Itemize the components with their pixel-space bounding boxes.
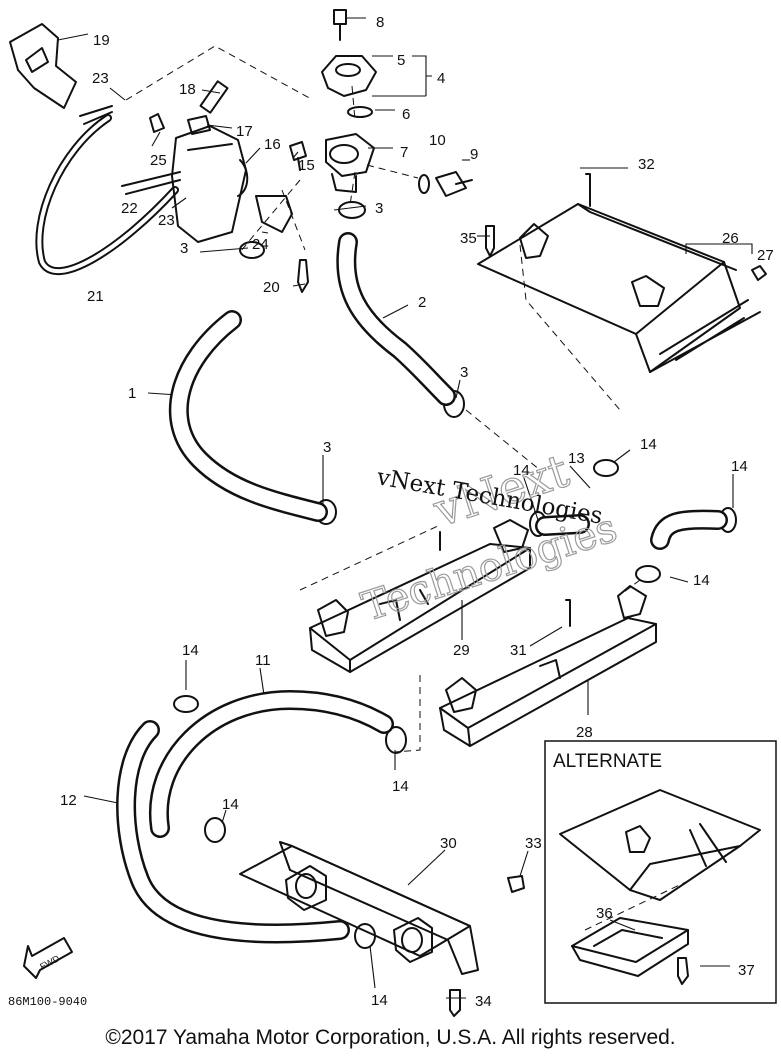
callout-29: 29 bbox=[453, 642, 470, 659]
callout-1: 1 bbox=[128, 385, 136, 402]
callout-30: 30 bbox=[440, 835, 457, 852]
callout-34: 34 bbox=[475, 993, 492, 1010]
callout-19: 19 bbox=[93, 32, 110, 49]
callout-3: 3 bbox=[323, 439, 331, 456]
reservoir-tank-16 bbox=[171, 125, 247, 243]
callout-10: 10 bbox=[429, 132, 446, 149]
callout-2: 2 bbox=[418, 294, 426, 311]
alternate-label: ALTERNATE bbox=[553, 751, 662, 772]
callout-22: 22 bbox=[121, 200, 138, 217]
elbow-hose bbox=[650, 509, 728, 550]
alternate-inset: ALTERNATE bbox=[544, 740, 777, 1004]
cooler-28 bbox=[439, 585, 657, 747]
callout-14: 14 bbox=[371, 992, 388, 1009]
callout-11: 11 bbox=[255, 652, 271, 669]
callout-18: 18 bbox=[179, 81, 196, 98]
callout-26: 26 bbox=[722, 230, 739, 247]
callout-5: 5 bbox=[397, 52, 405, 69]
callout-4: 4 bbox=[437, 70, 445, 87]
spring-sleeve-22 bbox=[79, 105, 181, 195]
callout-35: 35 bbox=[460, 230, 477, 247]
radiator-cap-5 bbox=[321, 55, 377, 97]
hose-13 bbox=[535, 514, 590, 536]
callout-7: 7 bbox=[400, 144, 408, 161]
callout-3: 3 bbox=[180, 240, 188, 257]
fwd-arrow-icon: FWD bbox=[23, 937, 73, 979]
bolt-15 bbox=[289, 141, 307, 171]
washer-10 bbox=[418, 174, 430, 194]
callout-23: 23 bbox=[158, 212, 175, 229]
callout-12: 12 bbox=[60, 792, 77, 809]
bracket-part-19 bbox=[9, 23, 77, 109]
callout-14: 14 bbox=[392, 778, 409, 795]
overflow-hose-21 bbox=[35, 114, 179, 276]
callout-25: 25 bbox=[150, 152, 167, 169]
callout-16: 16 bbox=[264, 136, 281, 153]
callout-14: 14 bbox=[513, 462, 530, 479]
callout-14: 14 bbox=[693, 572, 710, 589]
housing-7-port bbox=[329, 144, 359, 164]
fwd-label: FWD bbox=[38, 953, 61, 972]
housing-outlet bbox=[331, 173, 357, 193]
reservoir-tank-16-detail bbox=[187, 143, 249, 197]
callout-numbers: 1233334567891011121314141414141414141516… bbox=[60, 14, 774, 1010]
watermark: vNext Technologies vNext Technologies bbox=[356, 443, 623, 632]
callout-36: 36 bbox=[596, 905, 613, 922]
callout-33: 33 bbox=[525, 835, 542, 852]
copyright-notice: ©2017 Yamaha Motor Corporation, U.S.A. A… bbox=[105, 1026, 676, 1049]
dashed-connector-lines bbox=[125, 45, 691, 931]
callout-23: 23 bbox=[92, 70, 109, 87]
callout-28: 28 bbox=[576, 724, 593, 741]
callout-14: 14 bbox=[182, 642, 199, 659]
o-ring-6 bbox=[347, 106, 373, 118]
callout-32: 32 bbox=[638, 156, 655, 173]
temperature-sensor-9 bbox=[435, 171, 473, 197]
cooler-29 bbox=[309, 519, 531, 673]
callout-15: 15 bbox=[298, 157, 315, 174]
hose-12 bbox=[116, 720, 350, 944]
cap-17 bbox=[187, 115, 211, 135]
callout-27: 27 bbox=[757, 247, 774, 264]
screw-20 bbox=[297, 259, 309, 293]
hose-2 bbox=[336, 232, 456, 406]
callout-8: 8 bbox=[376, 14, 384, 31]
catalog-code: 86M100-9040 bbox=[8, 995, 87, 1009]
callout-21: 21 bbox=[87, 288, 104, 305]
callout-31: 31 bbox=[510, 642, 527, 659]
callout-14: 14 bbox=[222, 796, 239, 813]
callout-13: 13 bbox=[568, 450, 585, 467]
hose-11 bbox=[148, 690, 394, 838]
radiator-26 bbox=[477, 173, 767, 373]
callout-37: 37 bbox=[738, 962, 755, 979]
callout-3: 3 bbox=[460, 364, 468, 381]
bolt-8 bbox=[333, 9, 347, 41]
callout-3: 3 bbox=[375, 200, 383, 217]
callout-14: 14 bbox=[731, 458, 748, 475]
thermostat-housing-7 bbox=[325, 133, 375, 177]
callout-9: 9 bbox=[470, 146, 478, 163]
bolt-25 bbox=[149, 113, 165, 133]
pipe-18 bbox=[199, 80, 229, 114]
radiator-cap-5-top bbox=[335, 63, 361, 77]
callout-17: 17 bbox=[236, 123, 253, 140]
callout-6: 6 bbox=[402, 106, 410, 123]
bracket-24 bbox=[255, 195, 293, 233]
heat-exchanger-30 bbox=[239, 841, 525, 1017]
bracket-part-19-inner bbox=[25, 47, 49, 73]
callout-20: 20 bbox=[263, 279, 280, 296]
callout-14: 14 bbox=[640, 436, 657, 453]
callout-24: 24 bbox=[252, 236, 269, 253]
hose-1 bbox=[168, 310, 328, 522]
